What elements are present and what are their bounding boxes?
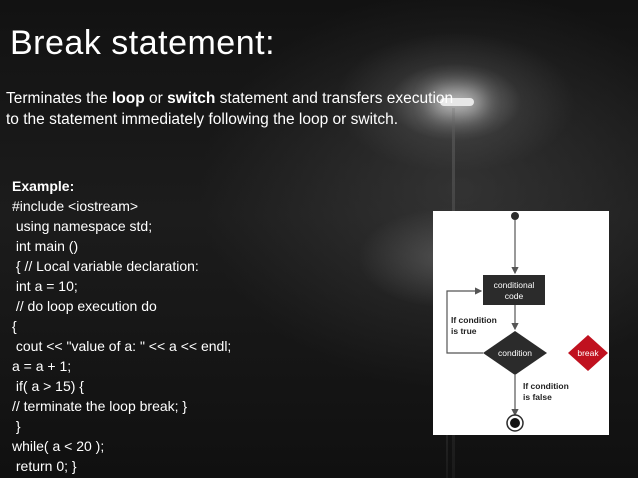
intro-part-2: or <box>144 90 168 107</box>
code-line: { <box>12 318 17 334</box>
condition-true-label-2: is true <box>451 326 477 336</box>
condition-false-label-1: If condition <box>523 381 569 391</box>
break-diamond <box>568 335 608 371</box>
street-lamp <box>440 98 474 106</box>
break-flowchart: conditional code If condition is true co… <box>433 211 609 435</box>
code-line: return 0; } <box>12 458 77 474</box>
condition-diamond <box>483 331 547 375</box>
code-line: // do loop execution do <box>12 298 157 314</box>
condition-false-label-2: is false <box>523 392 552 402</box>
code-line: if( a > 15) { <box>12 378 84 394</box>
code-line: #include <iostream> <box>12 198 139 214</box>
slide-title: Break statement: <box>10 24 276 62</box>
code-line: int main () <box>12 238 79 254</box>
example-label: Example: <box>12 178 75 194</box>
code-line: } <box>12 418 21 434</box>
conditional-code-label-1: conditional <box>494 280 535 290</box>
intro-part-3: statement and transfers execution to the… <box>6 90 454 128</box>
code-line: int a = 10; <box>12 278 78 294</box>
code-line: // terminate the loop break; } <box>12 398 188 414</box>
condition-label: condition <box>498 348 532 358</box>
end-node <box>510 418 520 428</box>
code-line: cout << "value of a: " << a << endl; <box>12 338 232 354</box>
condition-true-label-1: If condition <box>451 315 497 325</box>
intro-part-1: Terminates the <box>6 90 112 107</box>
break-label: break <box>577 348 599 358</box>
code-example: Example: #include <iostream> using names… <box>12 176 312 476</box>
code-line: while( a < 20 ); <box>12 438 105 454</box>
conditional-code-box <box>483 275 545 305</box>
code-line: a = a + 1; <box>12 358 72 374</box>
code-line: { // Local variable declaration: <box>12 258 199 274</box>
code-line: using namespace std; <box>12 218 153 234</box>
flow-line-true-loop <box>446 287 483 354</box>
conditional-code-label-2: code <box>505 291 524 301</box>
intro-text: Terminates the loop or switch statement … <box>6 88 466 130</box>
intro-switch-keyword: switch <box>167 90 216 107</box>
start-node <box>511 212 519 220</box>
intro-loop-keyword: loop <box>111 90 145 107</box>
